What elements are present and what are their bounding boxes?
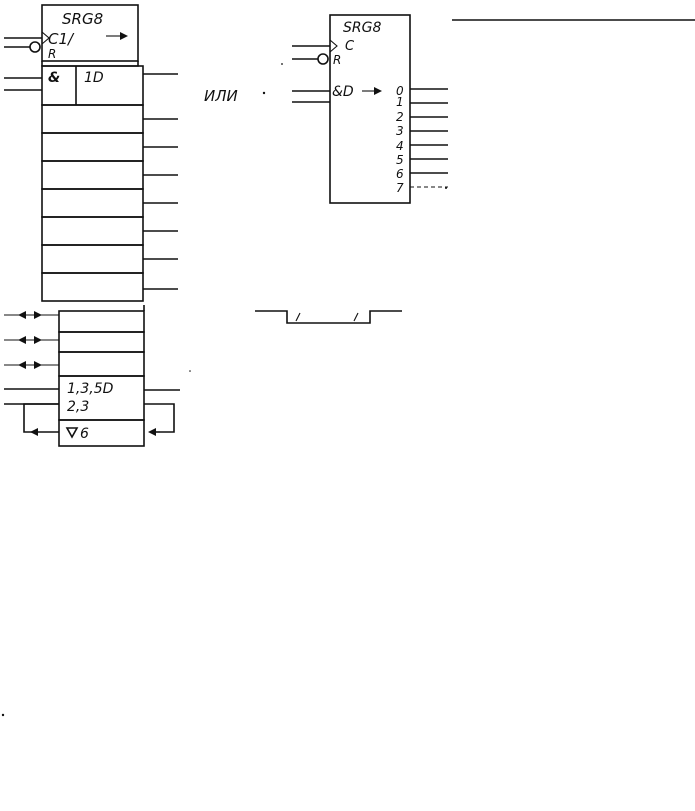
scan-speck bbox=[281, 63, 283, 65]
right-output-label-0: 0 bbox=[396, 84, 404, 98]
pulse-outline bbox=[255, 310, 402, 324]
mode-label-line2: 2,3 bbox=[67, 399, 89, 415]
left-data-label: 1D bbox=[84, 70, 104, 86]
scan-speck bbox=[445, 187, 447, 189]
right-output-label-6: 6 bbox=[396, 167, 404, 181]
left-cell-7 bbox=[41, 272, 144, 302]
left-cell-5 bbox=[41, 216, 144, 246]
left-cell-6 bbox=[41, 244, 144, 274]
scan-speck bbox=[189, 370, 191, 372]
right-reset-label: R bbox=[333, 53, 341, 67]
lower-cell-1 bbox=[58, 310, 145, 333]
left-shift-arrow-icon bbox=[120, 32, 128, 40]
bidirectional-arrow-icon-1 bbox=[4, 311, 59, 319]
feedback-left-arrow-icon bbox=[30, 428, 38, 436]
left-clock-triangle-icon bbox=[41, 31, 50, 45]
right-register-box bbox=[329, 14, 411, 204]
pulse-waveform bbox=[255, 310, 402, 324]
right-output-label-1: 1 bbox=[396, 95, 404, 109]
connector-word: ИЛИ bbox=[204, 87, 238, 105]
right-clock-label: C bbox=[345, 39, 355, 54]
bidirectional-arrow-icon-3 bbox=[4, 361, 59, 369]
left-clock-label: C1/ bbox=[48, 30, 75, 48]
left-register: SRG8 C1/ R & 1D bbox=[4, 4, 178, 302]
lower-enable-cell bbox=[58, 419, 145, 447]
right-reset-inversion-icon bbox=[317, 53, 329, 65]
left-cell-4 bbox=[41, 188, 144, 218]
lower-cell-3 bbox=[58, 351, 145, 377]
left-and-label: & bbox=[48, 70, 60, 86]
feedback-right-arrow-icon bbox=[148, 428, 156, 436]
right-and-data-label: &D bbox=[332, 84, 354, 100]
right-output-label-7: 7 bbox=[396, 181, 404, 195]
right-register-title: SRG8 bbox=[343, 20, 381, 36]
right-output-label-2: 2 bbox=[396, 110, 404, 124]
right-shift-arrow-icon bbox=[374, 87, 382, 95]
lower-cell-2 bbox=[58, 331, 145, 353]
right-clock-triangle-icon bbox=[329, 39, 338, 53]
pulse-tick-right bbox=[353, 312, 359, 322]
left-cell-1 bbox=[41, 104, 144, 134]
feedback-right-path bbox=[144, 403, 175, 433]
right-output-label-5: 5 bbox=[396, 153, 404, 167]
scan-speck bbox=[262, 91, 266, 95]
left-reset-inversion-icon bbox=[29, 41, 41, 53]
right-register: SRG8 C R &D 0 1 2 3 4 5 6 7 bbox=[292, 14, 448, 204]
left-reset-label: R bbox=[48, 47, 56, 61]
left-cell-2 bbox=[41, 132, 144, 162]
left-register-title: SRG8 bbox=[62, 10, 103, 28]
left-cell-3 bbox=[41, 160, 144, 190]
right-output-label-4: 4 bbox=[396, 139, 404, 153]
mode-label-line1: 1,3,5D bbox=[67, 381, 114, 397]
feedback-left-path bbox=[23, 403, 59, 433]
enable-triangle-icon bbox=[65, 427, 79, 439]
enable-label: 6 bbox=[80, 426, 89, 442]
scan-speck bbox=[1, 713, 5, 717]
bidirectional-arrow-icon-2 bbox=[4, 336, 59, 344]
left-control-block bbox=[41, 4, 139, 62]
lower-block: 1,3,5D 2,3 6 bbox=[4, 305, 180, 447]
right-output-label-3: 3 bbox=[396, 124, 404, 138]
pulse-tick-left bbox=[295, 312, 301, 322]
